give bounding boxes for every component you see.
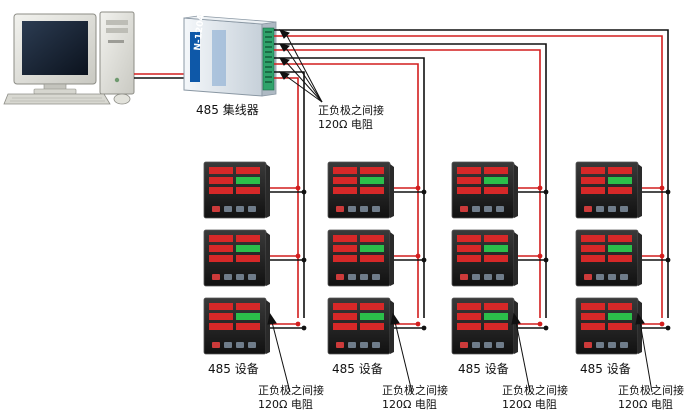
rs485-device bbox=[203, 161, 307, 219]
rs485-device bbox=[451, 297, 549, 355]
device-label-group-3: 485 设备 bbox=[458, 362, 509, 376]
device-note-group-2-line2: 120Ω 电阻 bbox=[382, 398, 437, 411]
device-note-arrows bbox=[267, 312, 653, 393]
device-note-group-3-line1: 正负极之间接 bbox=[502, 384, 568, 397]
hub-label: 485 集线器 bbox=[196, 103, 259, 117]
hub-note-line1: 正负极之间接 bbox=[318, 104, 384, 117]
rs485-device bbox=[451, 229, 549, 287]
device-note-group-1-line2: 120Ω 电阻 bbox=[258, 398, 313, 411]
device-note-group-3-line2: 120Ω 电阻 bbox=[502, 398, 557, 411]
rs485-device bbox=[203, 229, 307, 287]
device-label-group-4: 485 设备 bbox=[580, 362, 631, 376]
rs485-device bbox=[575, 297, 671, 355]
device-note-group-2-line1: 正负极之间接 bbox=[382, 384, 448, 397]
desktop-computer-icon bbox=[3, 11, 135, 105]
rs485-device bbox=[327, 229, 427, 287]
bus-wires bbox=[274, 29, 669, 318]
rs485-device bbox=[327, 161, 427, 219]
device-note-group-1-line1: 正负极之间接 bbox=[258, 384, 324, 397]
device-grid bbox=[203, 161, 671, 355]
rs485-device bbox=[327, 297, 427, 355]
rs485-device bbox=[451, 161, 549, 219]
device-label-group-1: 485 设备 bbox=[208, 362, 259, 376]
hub-note-line2: 120Ω 电阻 bbox=[318, 118, 373, 131]
rs485-device bbox=[203, 297, 307, 355]
device-note-group-4-line1: 正负极之间接 bbox=[618, 384, 684, 397]
device-note-group-4-line2: 120Ω 电阻 bbox=[618, 398, 673, 411]
rs485-device bbox=[575, 161, 671, 219]
hub-note-arrows bbox=[279, 29, 323, 103]
device-label-group-2: 485 设备 bbox=[332, 362, 383, 376]
hub-device bbox=[183, 15, 277, 97]
rs485-device bbox=[575, 229, 671, 287]
computer-cable bbox=[134, 73, 184, 79]
